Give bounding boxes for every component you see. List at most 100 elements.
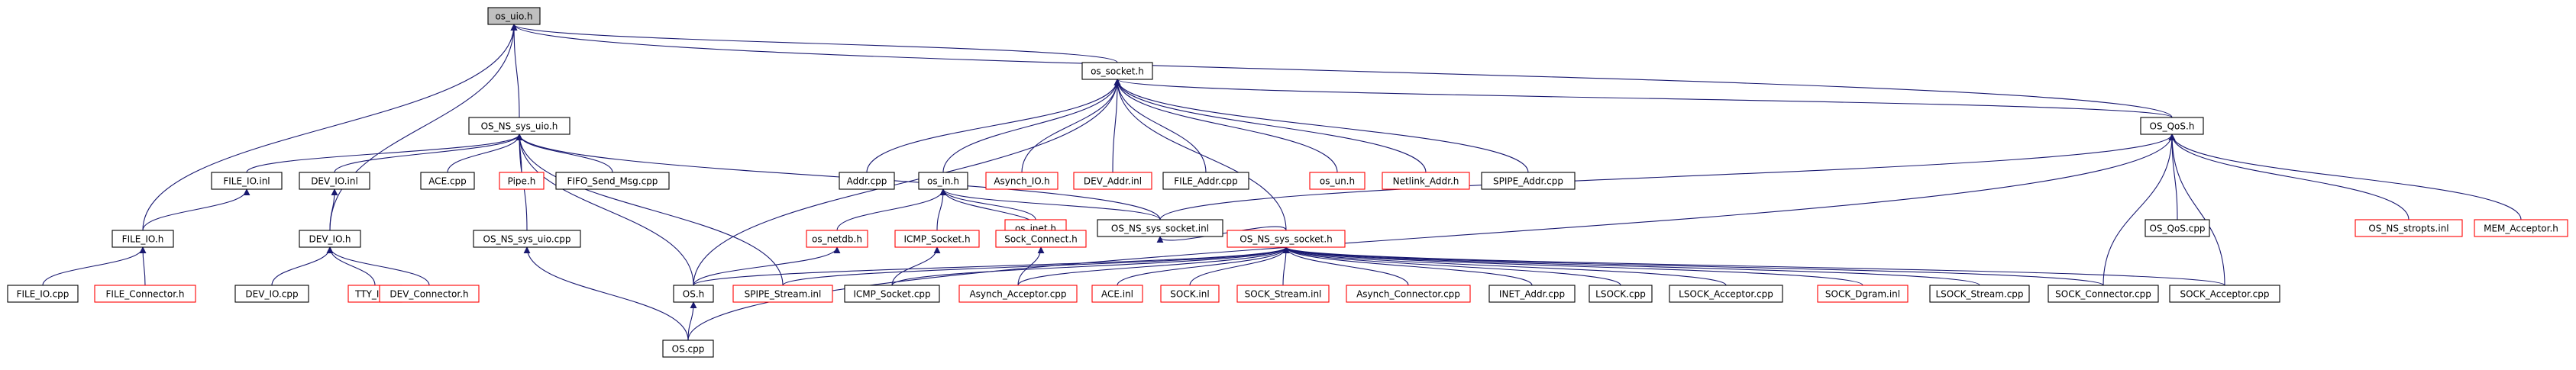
graph-node-netlink-addr-h[interactable]: Netlink_Addr.h <box>1382 172 1470 190</box>
graph-node-addr-cpp[interactable]: Addr.cpp <box>839 172 895 190</box>
graph-node-os-qos-h[interactable]: OS_QoS.h <box>2140 117 2204 135</box>
graph-node-spipe-stream-inl[interactable]: SPIPE_Stream.inl <box>732 285 833 303</box>
graph-node-os-ns-sys-socket-inl[interactable]: OS_NS_sys_socket.inl <box>1097 219 1223 237</box>
graph-node-os-ns-sys-socket-h[interactable]: OS_NS_sys_socket.h <box>1227 230 1346 248</box>
edge-os_un_h-to-os_socket_h <box>1113 79 1338 173</box>
graph-node-pipe-h[interactable]: Pipe.h <box>499 172 545 190</box>
graph-node-sock-inl[interactable]: SOCK.inl <box>1160 285 1220 303</box>
node-label: os_in.h <box>927 176 959 187</box>
edge-dev_io_inl-to-os_ns_sys_uio_h <box>334 134 523 173</box>
edge-dev_io_cpp-to-dev_io_h <box>271 246 334 286</box>
graph-node-ace-inl[interactable]: ACE.inl <box>1091 285 1143 303</box>
node-label: os_socket.h <box>1091 66 1144 77</box>
graph-node-os-ns-sys-uio-h[interactable]: OS_NS_sys_uio.h <box>468 117 570 135</box>
node-box <box>211 172 283 190</box>
edge-os_ns_sys_socket_h-to-os_socket_h <box>1113 79 1287 231</box>
graph-node-icmp-socket-cpp[interactable]: ICMP_Socket.cpp <box>844 285 940 303</box>
node-box <box>1073 172 1152 190</box>
graph-node-file-io-cpp[interactable]: FILE_IO.cpp <box>7 285 79 303</box>
node-label: Addr.cpp <box>847 176 887 187</box>
graph-node-lsock-cpp[interactable]: LSOCK.cpp <box>1589 285 1653 303</box>
graph-node-file-io-inl[interactable]: FILE_IO.inl <box>211 172 283 190</box>
graph-node-sock-connect-h[interactable]: Sock_Connect.h <box>995 230 1087 248</box>
node-box <box>420 172 475 190</box>
graph-node-sock-connector-cpp[interactable]: SOCK_Connector.cpp <box>2048 285 2159 303</box>
graph-node-os-cpp[interactable]: OS.cpp <box>662 339 714 358</box>
graph-node-sock-acceptor-cpp[interactable]: SOCK_Acceptor.cpp <box>2169 285 2280 303</box>
graph-node-os-ns-stropts-inl[interactable]: OS_NS_stropts.inl <box>2355 219 2463 237</box>
graph-node-spipe-addr-cpp[interactable]: SPIPE_Addr.cpp <box>1481 172 1576 190</box>
node-box <box>299 172 370 190</box>
node-label: DEV_Addr.inl <box>1084 176 1142 187</box>
edge-spipe_addr_cpp-to-os_socket_h <box>1113 79 1529 173</box>
node-box <box>839 172 895 190</box>
graph-node-mem-acceptor-h[interactable]: MEM_Acceptor.h <box>2474 219 2568 237</box>
node-box <box>2145 219 2210 237</box>
graph-node-os-in-h[interactable]: os_in.h <box>918 172 968 190</box>
graph-node-os-h[interactable]: OS.h <box>673 285 714 303</box>
node-label: FILE_Connector.h <box>106 289 185 300</box>
graph-node-inet-addr-cpp[interactable]: INET_Addr.cpp <box>1488 285 1576 303</box>
edge-os_h-to-os_ns_sys_uio_h <box>516 134 694 286</box>
node-label: FILE_IO.cpp <box>17 289 69 300</box>
graph-node-os-ns-sys-uio-cpp[interactable]: OS_NS_sys_uio.cpp <box>473 230 581 248</box>
edge-os_ns_sys_socket_inl-to-os_qos_h <box>1159 134 2176 220</box>
node-box <box>379 285 480 303</box>
graph-node-asynch-connector-cpp[interactable]: Asynch_Connector.cpp <box>1346 285 1471 303</box>
node-label: SOCK_Stream.inl <box>1245 289 1322 300</box>
edge-inet_addr_cpp-to-os_ns_sys_socket_h <box>1282 246 1533 286</box>
node-box <box>1091 285 1143 303</box>
graph-node-fifo-send-msg-cpp[interactable]: FIFO_Send_Msg.cpp <box>555 172 670 190</box>
node-label: DEV_Connector.h <box>389 289 468 300</box>
edge-file_io_h-to-file_io_inl <box>142 188 250 231</box>
node-label: FIFO_Send_Msg.cpp <box>567 176 658 187</box>
graph-node-file-io-h[interactable]: FILE_IO.h <box>112 230 174 248</box>
graph-node-sock-stream-inl[interactable]: SOCK_Stream.inl <box>1236 285 1330 303</box>
node-box <box>1481 172 1576 190</box>
node-label: SPIPE_Addr.cpp <box>1493 176 1563 187</box>
node-label: OS_NS_sys_uio.cpp <box>483 234 571 245</box>
graph-node-asynch-io-h[interactable]: Asynch_IO.h <box>985 172 1059 190</box>
node-box <box>555 172 670 190</box>
graph-node-asynch-acceptor-cpp[interactable]: Asynch_Acceptor.cpp <box>958 285 1078 303</box>
graph-node-file-connector-h[interactable]: FILE_Connector.h <box>94 285 196 303</box>
edge-netlink_addr_h-to-os_socket_h <box>1113 79 1427 173</box>
edge-os_qos_h-to-os_uio_h <box>510 24 2173 118</box>
edge-os_ns_sys_socket_inl-to-os_in_h <box>939 188 1161 220</box>
node-box <box>2048 285 2159 303</box>
node-box <box>468 117 570 135</box>
edge-sock_inl-to-os_ns_sys_socket_h <box>1189 246 1290 286</box>
graph-node-dev-addr-inl[interactable]: DEV_Addr.inl <box>1073 172 1152 190</box>
graph-node-ace-cpp[interactable]: ACE.cpp <box>420 172 475 190</box>
edge-sock_connector_cpp-to-os_qos_h <box>2102 134 2176 286</box>
node-label: OS_NS_sys_socket.h <box>1240 234 1332 245</box>
edge-sock_stream_inl-to-os_ns_sys_socket_h <box>1282 246 1290 286</box>
node-label: Asynch_Connector.cpp <box>1356 289 1460 300</box>
graph-node-lsock-stream-cpp[interactable]: LSOCK_Stream.cpp <box>1929 285 2030 303</box>
graph-node-os-qos-cpp[interactable]: OS_QoS.cpp <box>2145 219 2210 237</box>
graph-node-os-un-h[interactable]: os_un.h <box>1309 172 1366 190</box>
node-label: FILE_IO.h <box>122 234 164 245</box>
edge-icmp_socket_cpp-to-icmp_socket_h <box>891 246 941 286</box>
graph-node-os-socket-h[interactable]: os_socket.h <box>1081 62 1153 80</box>
graph-node-dev-io-cpp[interactable]: DEV_IO.cpp <box>234 285 309 303</box>
node-label: SPIPE_Stream.inl <box>745 289 822 300</box>
graph-node-icmp-socket-h[interactable]: ICMP_Socket.h <box>894 230 980 248</box>
graph-node-dev-io-inl[interactable]: DEV_IO.inl <box>299 172 370 190</box>
node-label: os_uio.h <box>495 11 532 22</box>
edge-icmp_socket_cpp-to-os_ns_sys_socket_h <box>891 246 1290 286</box>
graph-node-dev-io-h[interactable]: DEV_IO.h <box>299 230 361 248</box>
graph-node-lsock-acceptor-cpp[interactable]: LSOCK_Acceptor.cpp <box>1669 285 1783 303</box>
node-box <box>1097 219 1223 237</box>
graph-node-sock-dgram-inl[interactable]: SOCK_Dgram.inl <box>1817 285 1909 303</box>
edge-addr_cpp-to-os_socket_h <box>866 79 1121 173</box>
edge-mem_acceptor_h-to-os_qos_h <box>2168 134 2522 220</box>
graph-node-file-addr-cpp[interactable]: FILE_Addr.cpp <box>1162 172 1249 190</box>
graph-node-os-netdb-h[interactable]: os_netdb.h <box>806 230 868 248</box>
edge-dev_io_h-to-dev_io_inl <box>329 188 338 231</box>
node-box <box>487 7 541 25</box>
edge-os_qos_h-to-os_socket_h <box>1113 79 2173 118</box>
graph-node-dev-connector-h[interactable]: DEV_Connector.h <box>379 285 480 303</box>
node-box <box>1817 285 1909 303</box>
edge-spipe_stream_inl-to-os_ns_sys_socket_h <box>782 246 1290 286</box>
